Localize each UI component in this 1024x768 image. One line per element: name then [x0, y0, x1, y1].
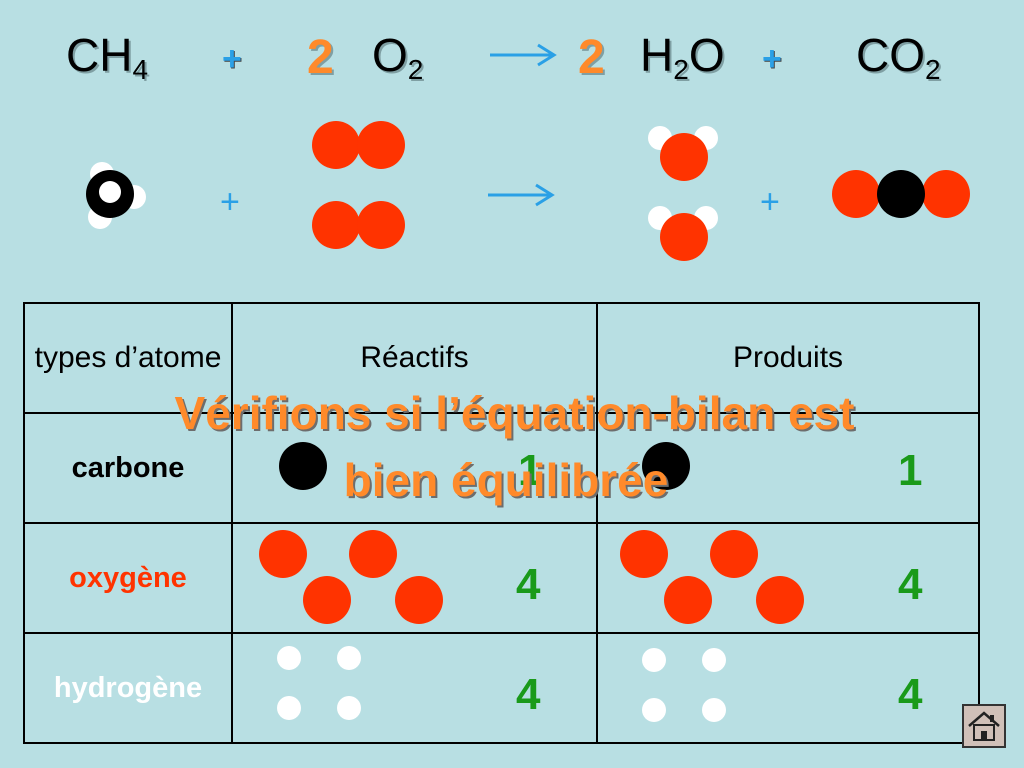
reactants-hydrogen-cell: 4 — [231, 632, 598, 744]
products-hydrogen-cell: 4 — [596, 632, 980, 744]
count-products-carbon: 1 — [898, 446, 923, 495]
count-reactants-carbon: 1 — [518, 446, 543, 495]
carbon-atom — [642, 442, 690, 490]
overlay-line-2: bien équilibrée — [343, 453, 669, 506]
oxygen-atom — [922, 170, 970, 218]
equation-co2: CO2 — [856, 29, 941, 85]
oxygen-atom — [664, 576, 712, 624]
equation-ch4: CH4 — [66, 29, 149, 85]
header-products: Produits — [596, 302, 980, 414]
hydrogen-atom — [99, 181, 121, 203]
hydrogen-atom — [642, 648, 666, 672]
equation-arrow-icon — [490, 43, 557, 67]
hydrogen-atom — [277, 646, 301, 670]
oxygen-atom — [259, 530, 307, 578]
oxygen-atom — [395, 576, 443, 624]
header-atom-types: types d’atome — [23, 302, 233, 414]
oxygen-atom — [620, 530, 668, 578]
oxygen-atom — [660, 133, 708, 181]
oxygen-atom — [660, 213, 708, 261]
carbon-atom — [279, 442, 327, 490]
molecule-plus-2: + — [760, 183, 780, 221]
home-button[interactable] — [962, 704, 1006, 748]
oxygen-atom — [303, 576, 351, 624]
equation-o2: O2 — [372, 29, 424, 85]
row-label-hydrogen: hydrogène — [23, 632, 233, 744]
hydrogen-atom — [337, 696, 361, 720]
row-label-carbon: carbone — [23, 412, 233, 524]
oxygen-atom — [312, 201, 360, 249]
oxygen-atom — [832, 170, 880, 218]
home-icon — [968, 711, 1000, 741]
oxygen-atom — [357, 201, 405, 249]
molecule-arrow-icon — [488, 183, 555, 207]
overlay-message: Vérifions si l’équation-bilan est bien é… — [0, 380, 1024, 513]
hydrogen-atom — [642, 698, 666, 722]
count-reactants-hydrogen: 4 — [516, 670, 541, 719]
equation-coef-h2o: 2 — [578, 31, 605, 84]
count-reactants-oxygen: 4 — [516, 560, 541, 609]
count-products-oxygen: 4 — [898, 560, 923, 609]
oxygen-atom — [357, 121, 405, 169]
products-oxygen-cell: 4 — [596, 522, 980, 634]
overlay-line-1: Vérifions si l’équation-bilan est — [174, 387, 855, 439]
reactants-carbon-cell: 1 — [231, 412, 598, 524]
count-products-hydrogen: 4 — [898, 670, 923, 719]
equation-plus-2: + — [762, 40, 782, 78]
header-reactants: Réactifs — [231, 302, 598, 414]
oxygen-atom — [710, 530, 758, 578]
hydrogen-atom — [702, 648, 726, 672]
products-carbon-cell: 1 — [596, 412, 980, 524]
equation-plus-1: + — [222, 40, 242, 78]
oxygen-atom — [312, 121, 360, 169]
molecule-plus-1: + — [220, 183, 240, 221]
carbon-atom — [877, 170, 925, 218]
oxygen-atom — [349, 530, 397, 578]
hydrogen-atom — [277, 696, 301, 720]
reactants-oxygen-cell: 4 — [231, 522, 598, 634]
equation-h2o: H2O — [640, 29, 725, 85]
balance-table: types d’atome Réactifs Produits carbone … — [23, 302, 980, 744]
equation-coef-o2: 2 — [307, 31, 334, 84]
oxygen-atom — [756, 576, 804, 624]
row-label-oxygen: oxygène — [23, 522, 233, 634]
hydrogen-atom — [337, 646, 361, 670]
hydrogen-atom — [702, 698, 726, 722]
